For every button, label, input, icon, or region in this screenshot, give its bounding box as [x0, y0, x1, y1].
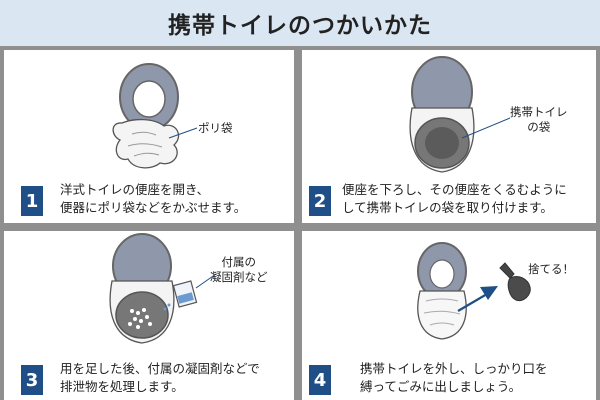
callout-coagulant: 付属の 凝固剤など: [210, 255, 268, 284]
step-2-panel: 携帯トイレ の袋 2 便座を下ろし、その便座をくるむように して携帯トイレの袋を…: [302, 50, 596, 223]
step-description: 便座を下ろし、その便座をくるむように して携帯トイレの袋を取り付けます。: [342, 182, 567, 215]
step-description: 洋式トイレの便座を開き、 便器にポリ袋などをかぶせます。: [60, 182, 247, 215]
step-4-panel: 捨てる！ 4 携帯トイレを外し、しっかり口を 縛ってごみに出しましょう。: [302, 231, 596, 400]
bag-opening: [425, 127, 459, 159]
bag-wrinkles: [423, 298, 461, 326]
step-number: 1: [21, 186, 43, 216]
toilet-seat-opening: [429, 259, 455, 289]
callout-line: [195, 273, 217, 289]
step-3-panel: 付属の 凝固剤など 3 用を足した後、付属の凝固剤などで 排泄物を処理します。: [4, 231, 294, 400]
page-title: 携帯トイレのつかいかた: [168, 13, 432, 39]
toilet-seat-opening: [132, 80, 166, 118]
step-1-illustration: [112, 63, 198, 169]
arrow-shaft: [457, 293, 488, 312]
step-number: 3: [21, 365, 43, 395]
callout-throw-away: 捨てる！: [528, 262, 574, 276]
step-description: 用を足した後、付属の凝固剤などで 排泄物を処理します。: [60, 361, 260, 394]
callout-toilet-bag: 携帯トイレ の袋: [510, 105, 568, 134]
callout-plastic-bag: ポリ袋: [198, 121, 233, 135]
bag-wrinkles: [127, 131, 163, 157]
toilet-bag: [115, 291, 169, 339]
step-4-illustration: [417, 242, 531, 340]
arrow-icon: [480, 286, 498, 300]
step-3-illustration: [109, 233, 217, 344]
step-number: 4: [309, 365, 331, 395]
tied-bag-icon: [499, 262, 531, 302]
callout-line: [168, 127, 198, 139]
callout-line: [461, 117, 511, 139]
coagulant-granules: [128, 308, 152, 329]
step-number: 2: [309, 186, 331, 216]
step-description: 携帯トイレを外し、しっかり口を 縛ってごみに出しましょう。: [360, 361, 548, 394]
step-2-illustration: [409, 56, 511, 173]
title-banner: 携帯トイレのつかいかた: [0, 0, 600, 46]
step-1-panel: ポリ袋 1 洋式トイレの便座を開き、 便器にポリ袋などをかぶせます。: [4, 50, 294, 223]
toilet-bowl: [417, 290, 467, 340]
coagulant-packet-icon: [163, 280, 198, 311]
